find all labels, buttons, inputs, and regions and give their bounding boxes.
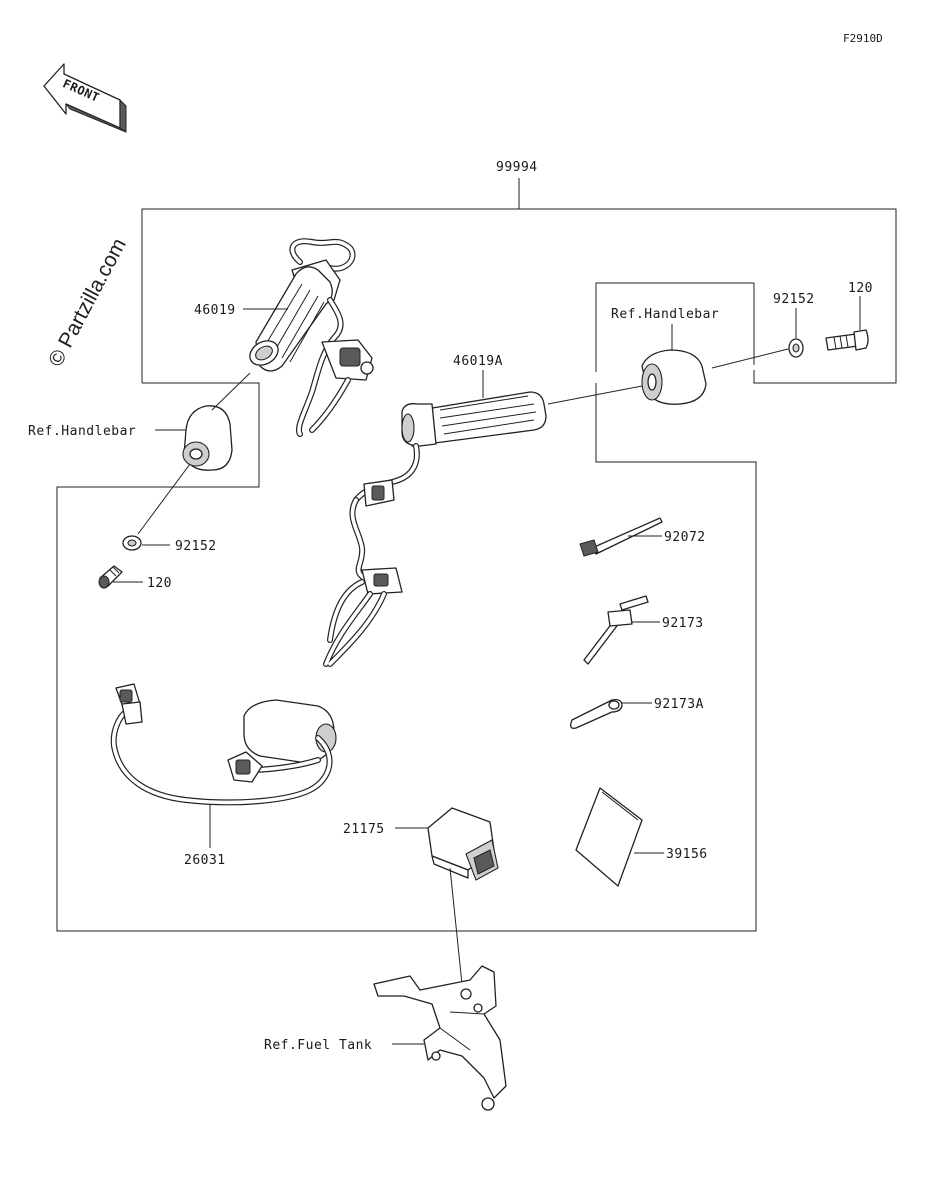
assembly-part-no: 99994: [496, 160, 538, 175]
grip-right-46019a: [323, 391, 547, 667]
controller-21175: [427, 807, 499, 881]
grip-left-label: 46019: [194, 303, 236, 318]
fuel-tank-bracket: [373, 965, 507, 1111]
bolt-right-120: [825, 329, 869, 351]
sticker-39156: [575, 787, 643, 887]
left-axis-line: [211, 372, 251, 411]
sticker-label: 39156: [666, 847, 708, 862]
right-axis-line-2: [711, 348, 789, 369]
bolt-left-label: 120: [147, 576, 172, 591]
handlebar-right-ref: Ref.Handlebar: [611, 307, 719, 322]
bolt-right-label: 120: [848, 281, 873, 296]
washer-right-92152: [788, 338, 804, 358]
left-axis-line-2: [137, 463, 191, 535]
clamp-92173: [583, 595, 649, 665]
fuel-tank-ref: Ref.Fuel Tank: [264, 1038, 372, 1053]
grip-right-label: 46019A: [453, 354, 503, 369]
handlebar-left-ref: Ref.Handlebar: [28, 424, 136, 439]
washer-right-label: 92152: [773, 292, 815, 307]
clamp-92173a: [570, 698, 623, 729]
controller-label: 21175: [343, 822, 385, 837]
front-arrow-icon: FRONT: [43, 63, 127, 133]
washer-left-92152: [122, 535, 142, 551]
assembly-bracket: [56, 178, 897, 932]
clamp-92173-label: 92173: [662, 616, 704, 631]
grip-left-46019: [249, 238, 374, 437]
watermark: © Partzilla.com: [44, 235, 131, 371]
bolt-left-120: [98, 565, 123, 589]
harness-label: 26031: [184, 853, 226, 868]
band-92072-label: 92072: [664, 530, 706, 545]
washer-left-label: 92152: [175, 539, 217, 554]
figure-code: F2910D: [843, 32, 883, 45]
right-axis-line: [547, 385, 643, 405]
clamp-92173a-label: 92173A: [654, 697, 704, 712]
handlebar-weight-right: [641, 349, 707, 405]
harness-26031: [110, 683, 337, 806]
band-92072: [579, 517, 663, 557]
handlebar-weight-left: [182, 405, 233, 471]
controller-axis-line: [449, 867, 463, 985]
